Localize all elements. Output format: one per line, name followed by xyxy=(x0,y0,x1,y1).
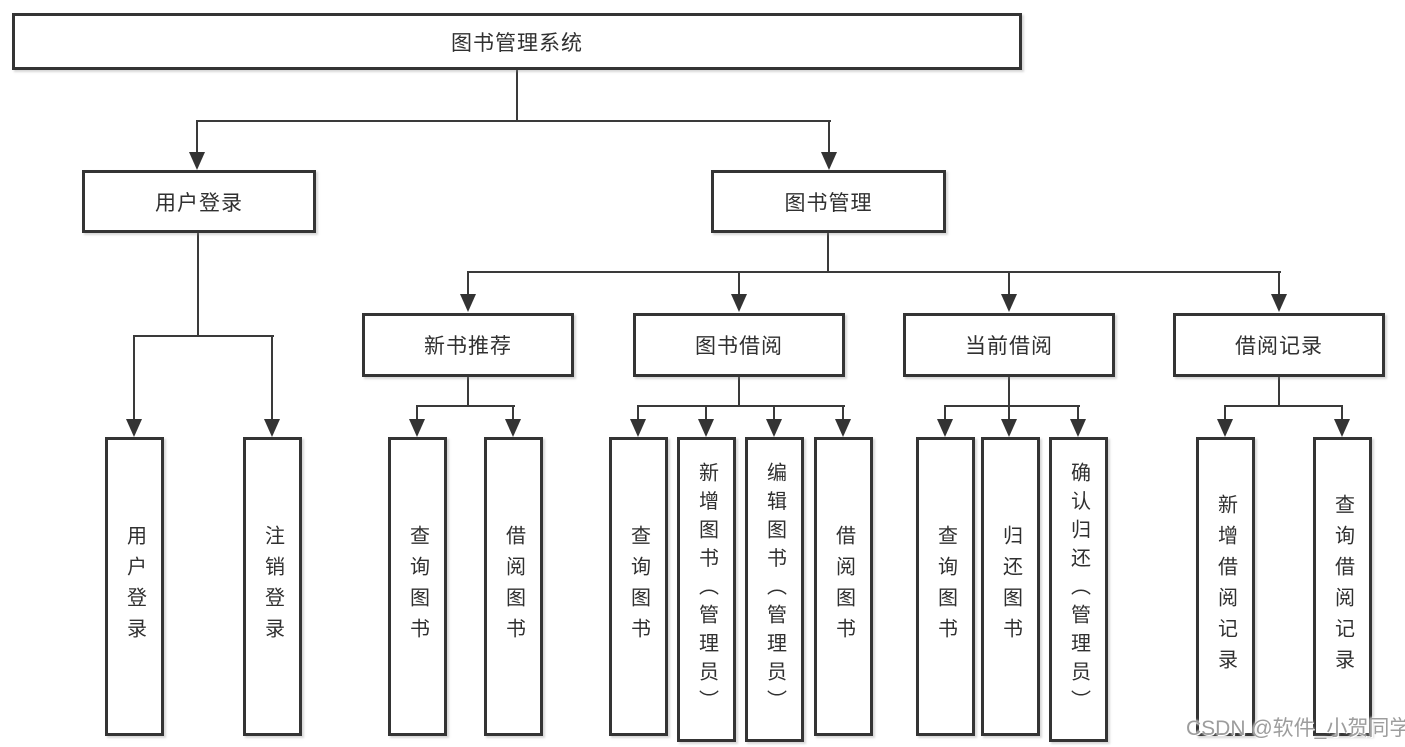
csdn-watermark: CSDN @软件_小贺同学 xyxy=(1186,717,1405,740)
connector-line xyxy=(1278,377,1280,407)
leaf-confirm-return-admin: 确认归还（管理员） xyxy=(1049,437,1108,742)
root-node-library-management-system: 图书管理系统 xyxy=(12,13,1022,70)
connector-line xyxy=(1008,405,1010,421)
leaf-query-books-current: 查询图书 xyxy=(916,437,975,736)
leaf-query-borrow-record: 查询借阅记录 xyxy=(1313,437,1372,736)
leaf-label: 查询图书 xyxy=(627,524,650,649)
arrowhead-icon xyxy=(766,419,782,437)
arrowhead-icon xyxy=(1271,294,1287,312)
arrowhead-icon xyxy=(630,419,646,437)
node-book-borrowing: 图书借阅 xyxy=(633,313,845,377)
connector-line xyxy=(842,405,844,421)
arrowhead-icon xyxy=(937,419,953,437)
node-current-borrowing: 当前借阅 xyxy=(903,313,1115,377)
leaf-label: 新增图书（管理员） xyxy=(695,461,718,718)
arrowhead-icon xyxy=(835,419,851,437)
arrowhead-icon xyxy=(409,419,425,437)
connector-line xyxy=(1341,405,1343,421)
leaf-label: 借阅图书 xyxy=(502,524,525,649)
leaf-label: 归还图书 xyxy=(999,524,1022,649)
connector-line xyxy=(637,405,639,421)
connector-line xyxy=(944,405,1080,407)
connector-line xyxy=(637,405,845,407)
connector-line xyxy=(944,405,946,421)
node-borrowing-records: 借阅记录 xyxy=(1173,313,1385,377)
arrowhead-icon xyxy=(264,419,280,437)
connector-line xyxy=(1224,405,1226,421)
arrowhead-icon xyxy=(698,419,714,437)
arrowhead-icon xyxy=(126,419,142,437)
connector-line xyxy=(467,377,469,407)
arrowhead-icon xyxy=(1001,294,1017,312)
leaf-borrow-books: 借阅图书 xyxy=(814,437,873,736)
leaf-label: 查询图书 xyxy=(934,524,957,649)
leaf-logout: 注销登录 xyxy=(243,437,302,736)
connector-line xyxy=(196,120,831,122)
node-user-login: 用户登录 xyxy=(82,170,316,233)
connector-line xyxy=(416,405,515,407)
connector-line xyxy=(196,120,198,155)
leaf-return-book: 归还图书 xyxy=(981,437,1040,736)
connector-line xyxy=(197,233,199,337)
connector-line xyxy=(705,405,707,421)
leaf-label: 用户登录 xyxy=(123,524,146,649)
arrowhead-icon xyxy=(731,294,747,312)
leaf-edit-book-admin: 编辑图书（管理员） xyxy=(745,437,804,742)
leaf-user-login: 用户登录 xyxy=(105,437,164,736)
leaf-label: 确认归还（管理员） xyxy=(1067,461,1090,718)
connector-line xyxy=(1008,271,1010,296)
arrowhead-icon xyxy=(189,152,205,170)
leaf-label: 查询借阅记录 xyxy=(1331,493,1354,680)
connector-line xyxy=(467,271,469,296)
arrowhead-icon xyxy=(1001,419,1017,437)
leaf-label: 编辑图书（管理员） xyxy=(763,461,786,718)
connector-line xyxy=(416,405,418,421)
connector-line xyxy=(1224,405,1343,407)
leaf-add-book-admin: 新增图书（管理员） xyxy=(677,437,736,742)
arrowhead-icon xyxy=(821,152,837,170)
arrowhead-icon xyxy=(1217,419,1233,437)
arrowhead-icon xyxy=(460,294,476,312)
connector-line xyxy=(1008,377,1010,407)
connector-line xyxy=(133,335,135,421)
connector-line xyxy=(1278,271,1280,296)
connector-line xyxy=(773,405,775,421)
node-book-management: 图书管理 xyxy=(711,170,946,233)
leaf-label: 借阅图书 xyxy=(832,524,855,649)
leaf-label: 注销登录 xyxy=(261,524,284,649)
leaf-query-books-recommend: 查询图书 xyxy=(388,437,447,736)
connector-line xyxy=(738,377,740,407)
connector-line xyxy=(512,405,514,421)
arrowhead-icon xyxy=(1334,419,1350,437)
leaf-label: 新增借阅记录 xyxy=(1214,493,1237,680)
connector-line xyxy=(467,271,1281,273)
leaf-label: 查询图书 xyxy=(406,524,429,649)
connector-line xyxy=(738,271,740,296)
node-new-book-recommendation: 新书推荐 xyxy=(362,313,574,377)
connector-line xyxy=(828,120,830,155)
connector-line xyxy=(133,335,274,337)
arrowhead-icon xyxy=(505,419,521,437)
connector-line xyxy=(271,335,273,421)
leaf-add-borrow-record: 新增借阅记录 xyxy=(1196,437,1255,736)
leaf-borrow-books-recommend: 借阅图书 xyxy=(484,437,543,736)
connector-line xyxy=(827,233,829,273)
connector-line xyxy=(1077,405,1079,421)
leaf-query-books-borrow: 查询图书 xyxy=(609,437,668,736)
arrowhead-icon xyxy=(1070,419,1086,437)
connector-line xyxy=(516,70,518,122)
